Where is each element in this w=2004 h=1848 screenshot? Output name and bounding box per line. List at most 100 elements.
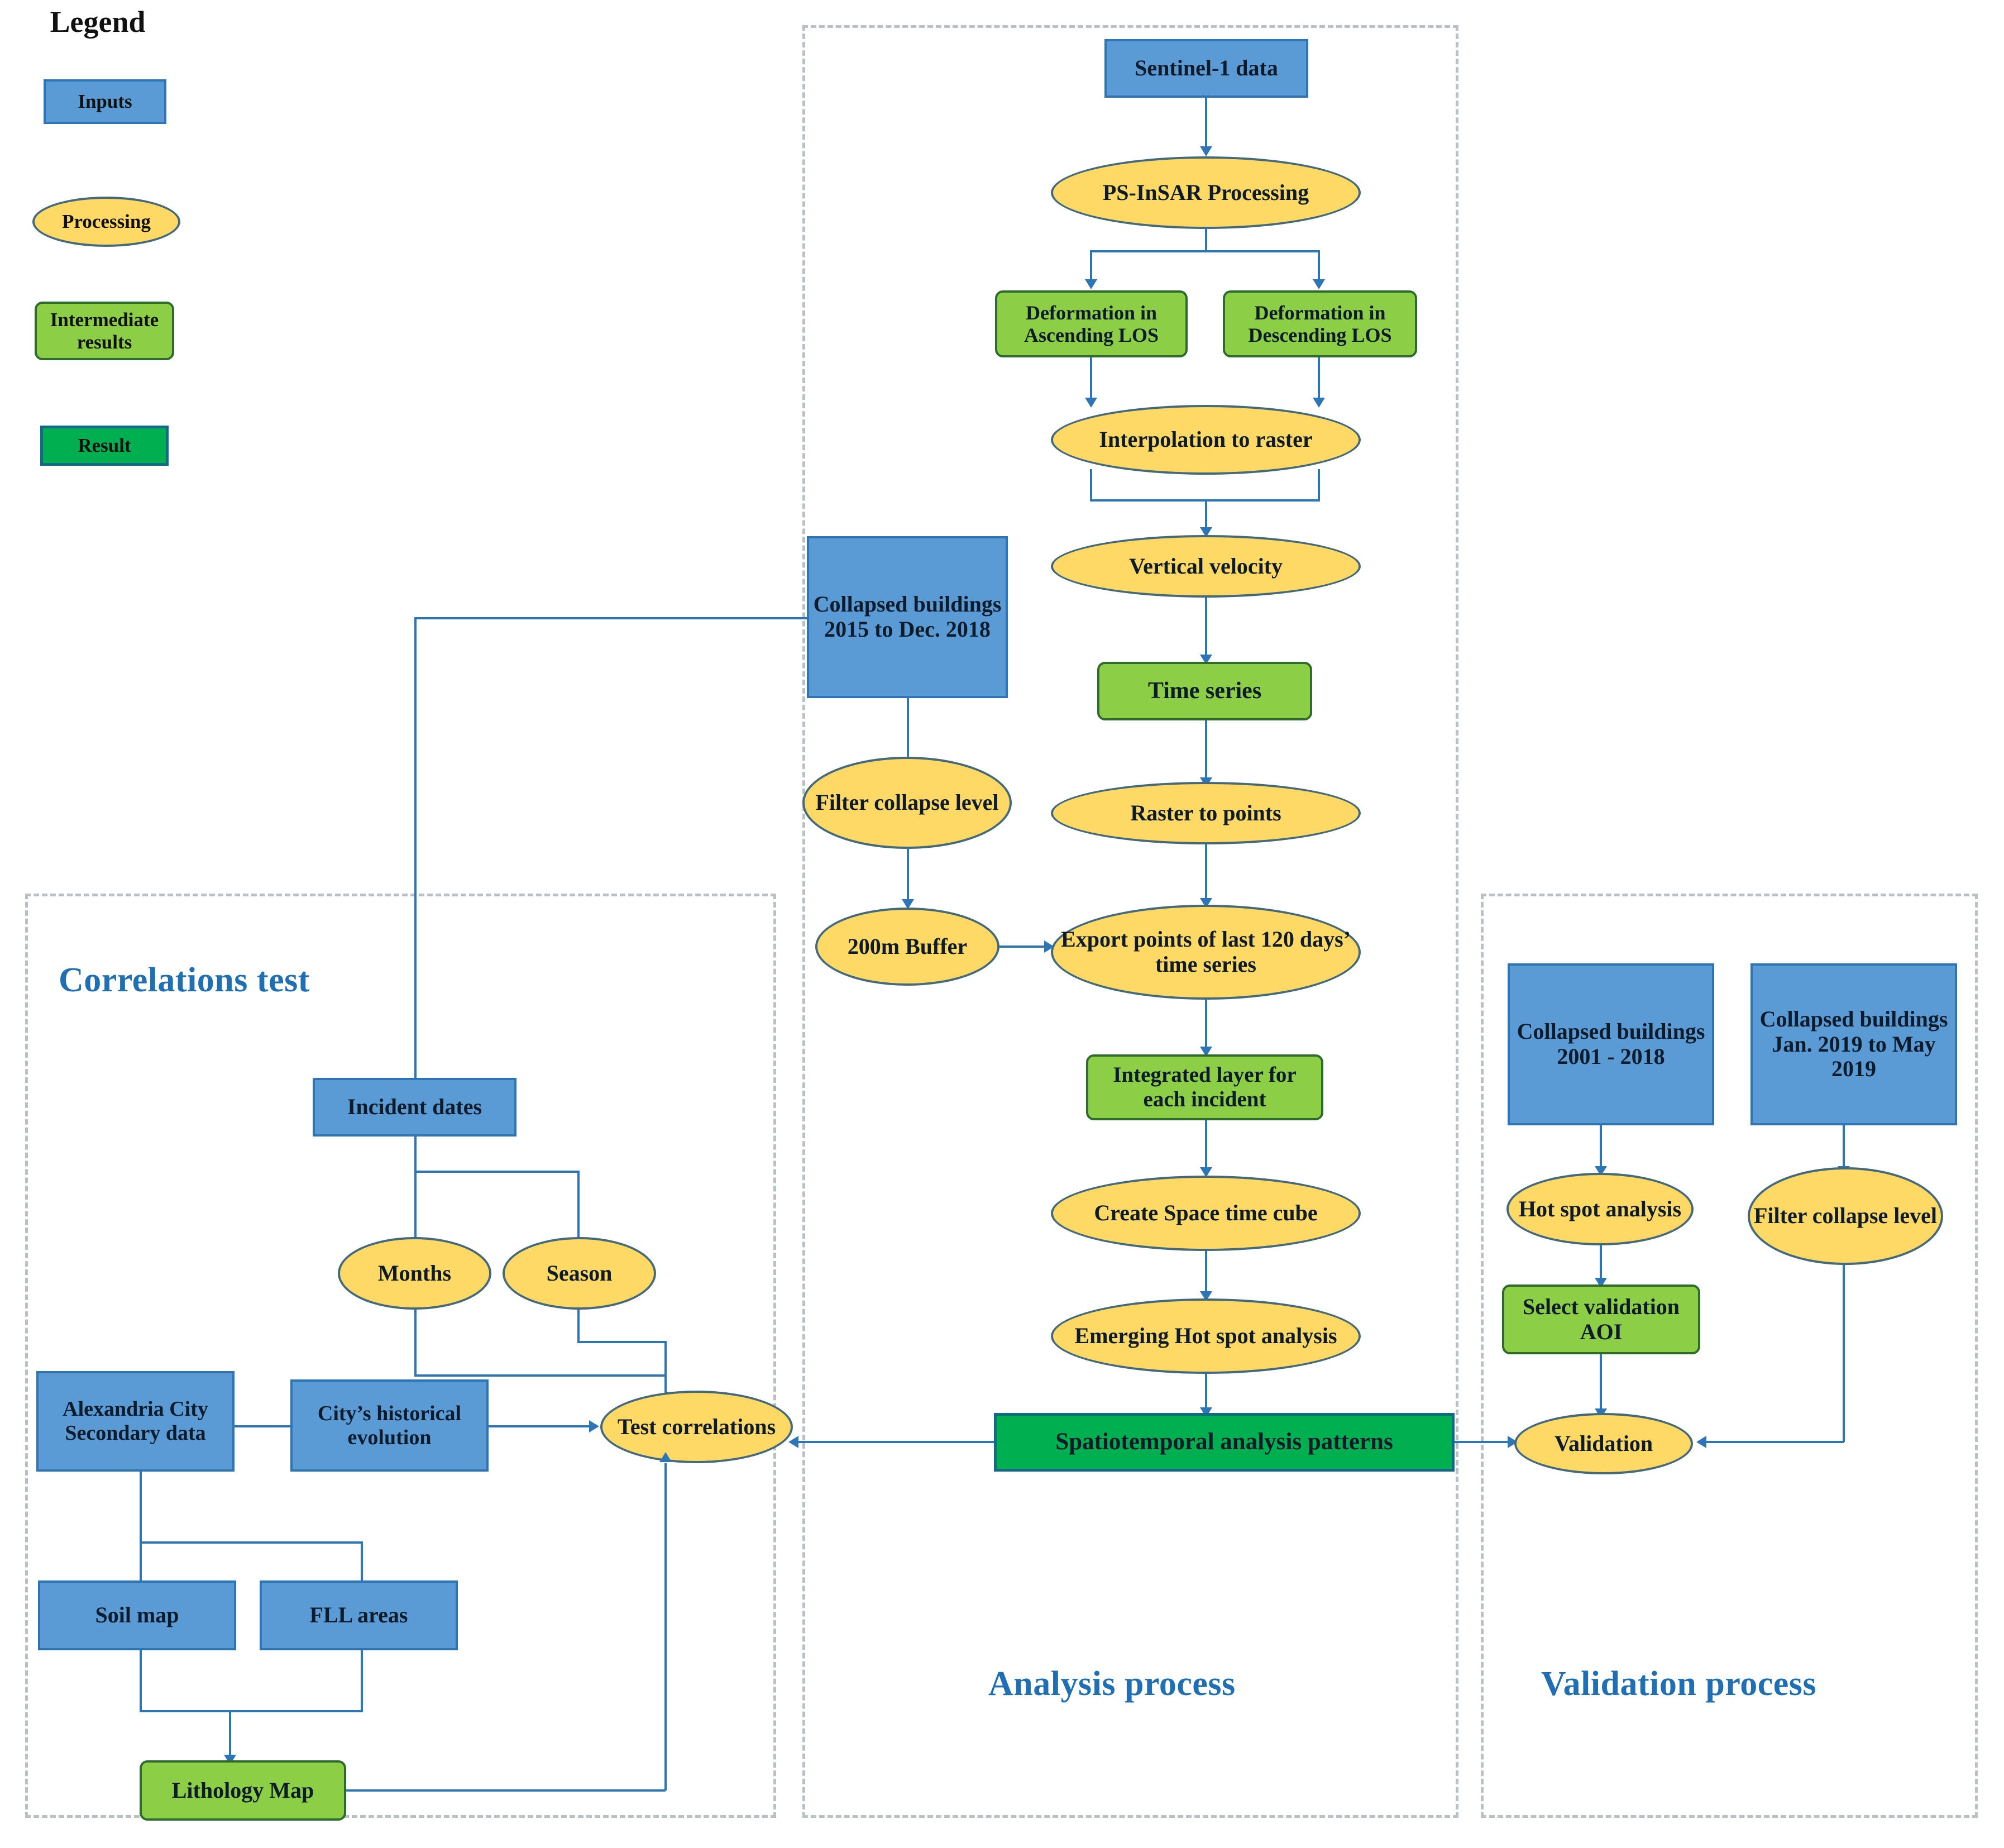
edge-soil-fll-merge bbox=[140, 1710, 363, 1712]
edge-collapsed2001-to-hotspot bbox=[1600, 1125, 1602, 1171]
edge-lithology-to-test-v bbox=[664, 1463, 667, 1790]
edge-psinsar-to-desc bbox=[1318, 250, 1320, 285]
node-label-interpolation: Interpolation to raster bbox=[1099, 427, 1313, 452]
node-label-export-points: Export points of last 120 days’ time ser… bbox=[1061, 927, 1351, 977]
node-emerging-hot-spot-analysis: Emerging Hot spot analysis bbox=[1051, 1298, 1361, 1374]
edge-aoi-to-validation bbox=[1600, 1354, 1602, 1413]
node-label-emerging-hot-spot: Emerging Hot spot analysis bbox=[1074, 1323, 1337, 1349]
edge-result-to-test bbox=[793, 1441, 994, 1443]
edge-alexandria-to-fll-h bbox=[140, 1541, 363, 1544]
edge-filter-to-buffer bbox=[907, 848, 909, 904]
legend-item-inputs: Inputs bbox=[44, 79, 166, 124]
legend-label-intermediate: Intermediate results bbox=[50, 308, 159, 353]
legend-label-inputs: Inputs bbox=[78, 90, 132, 112]
node-label-deformation-ascending: Deformation in Ascending LOS bbox=[1023, 301, 1159, 346]
node-200m-buffer: 200m Buffer bbox=[815, 908, 999, 986]
node-collapsed-buildings-2015-2018: Collapsed buildings 2015 to Dec. 2018 bbox=[807, 536, 1008, 698]
node-select-validation-aoi: Select validation AOI bbox=[1502, 1284, 1700, 1354]
node-months: Months bbox=[338, 1237, 491, 1310]
node-label-city-evolution: City’s historical evolution bbox=[317, 1401, 462, 1449]
node-label-collapsed-2015-2018: Collapsed buildings 2015 to Dec. 2018 bbox=[813, 591, 1002, 642]
edge-psinsar-to-asc bbox=[1090, 250, 1092, 285]
node-label-select-validation-aoi: Select validation AOI bbox=[1522, 1293, 1680, 1344]
node-season: Season bbox=[503, 1237, 656, 1310]
edge-season-down bbox=[577, 1310, 580, 1343]
edge-collapsed2015-to-incidents-v bbox=[414, 617, 417, 1100]
node-label-time-series: Time series bbox=[1147, 677, 1262, 704]
node-interpolation-to-raster: Interpolation to raster bbox=[1051, 405, 1361, 475]
edge-interp-left-drop bbox=[1090, 469, 1092, 502]
edge-incidents-to-months bbox=[414, 1137, 417, 1245]
edge-alexandria-to-city bbox=[235, 1425, 290, 1427]
node-label-ps-insar-processing: PS-InSAR Processing bbox=[1102, 179, 1309, 205]
node-label-soil-map: Soil map bbox=[95, 1602, 179, 1628]
group-label-correlations: Correlations test bbox=[59, 961, 310, 999]
edge-collapsed2015-to-incidents-h bbox=[414, 617, 808, 619]
edge-hotspot-to-aoi bbox=[1600, 1245, 1602, 1282]
node-label-filter-collapse-validation: Filter collapse level bbox=[1753, 1203, 1938, 1229]
node-test-correlations: Test correlations bbox=[600, 1391, 793, 1463]
edge-asc-to-interp bbox=[1090, 357, 1092, 403]
edge-collapsed2015-to-filter bbox=[907, 698, 909, 760]
node-label-hot-spot-analysis: Hot spot analysis bbox=[1518, 1196, 1682, 1221]
edge-hotspot-to-result bbox=[1205, 1374, 1207, 1411]
arrow-down bbox=[1085, 398, 1097, 408]
arrow-left bbox=[788, 1436, 798, 1448]
node-raster-to-points: Raster to points bbox=[1051, 782, 1361, 844]
node-vertical-velocity: Vertical velocity bbox=[1051, 535, 1361, 598]
node-incident-dates: Incident dates bbox=[313, 1078, 516, 1137]
edge-city-to-test bbox=[489, 1425, 595, 1427]
node-label-validation: Validation bbox=[1554, 1430, 1653, 1456]
node-label-test-correlations: Test correlations bbox=[617, 1414, 776, 1439]
edge-rasterpoints-to-export bbox=[1205, 844, 1207, 903]
node-collapsed-buildings-2019: Collapsed buildings Jan. 2019 to May 201… bbox=[1750, 963, 1957, 1125]
edge-months-down bbox=[414, 1310, 417, 1377]
node-integrated-layer: Integrated layer for each incident bbox=[1086, 1054, 1323, 1120]
edge-desc-to-interp bbox=[1318, 357, 1320, 403]
node-create-space-time-cube: Create Space time cube bbox=[1051, 1176, 1361, 1251]
arrow-down bbox=[1200, 146, 1212, 156]
edge-months-season-merge bbox=[414, 1374, 667, 1377]
node-ps-insar-processing: PS-InSAR Processing bbox=[1051, 156, 1361, 229]
node-lithology-map: Lithology Map bbox=[140, 1760, 346, 1821]
node-label-200m-buffer: 200m Buffer bbox=[847, 933, 968, 959]
node-label-deformation-descending: Deformation in Descending LOS bbox=[1248, 301, 1392, 346]
node-filter-collapse-level-validation: Filter collapse level bbox=[1748, 1167, 1943, 1265]
group-correlations-test bbox=[25, 894, 776, 1818]
legend-item-intermediate: Intermediate results bbox=[35, 302, 174, 360]
edge-timeseries-to-rasterpoints bbox=[1205, 720, 1207, 782]
node-label-spatiotemporal: Spatiotemporal analysis patterns bbox=[1055, 1429, 1393, 1455]
edge-lithology-to-test-h bbox=[346, 1789, 666, 1792]
node-label-integrated-layer: Integrated layer for each incident bbox=[1113, 1063, 1297, 1111]
node-export-points: Export points of last 120 days’ time ser… bbox=[1051, 905, 1361, 1000]
group-label-validation: Validation process bbox=[1541, 1665, 1817, 1703]
arrow-down bbox=[1313, 398, 1325, 408]
arrow-right bbox=[589, 1420, 599, 1432]
edge-filterval-down bbox=[1843, 1265, 1845, 1442]
node-label-fll-areas: FLL areas bbox=[309, 1602, 408, 1628]
edge-filterval-to-validation bbox=[1703, 1441, 1844, 1443]
arrow-down bbox=[1200, 1167, 1212, 1177]
node-deformation-descending-los: Deformation in Descending LOS bbox=[1223, 290, 1417, 357]
arrow-down bbox=[902, 899, 914, 909]
node-label-filter-collapse-analysis: Filter collapse level bbox=[815, 790, 999, 815]
edge-soil-down bbox=[140, 1650, 142, 1712]
edge-incidents-to-season-h bbox=[414, 1171, 580, 1173]
node-spatiotemporal-analysis-patterns: Spatiotemporal analysis patterns bbox=[994, 1413, 1455, 1472]
edge-alexandria-to-fll-v bbox=[361, 1541, 363, 1583]
node-label-lithology-map: Lithology Map bbox=[171, 1777, 314, 1803]
legend-label-result: Result bbox=[78, 434, 131, 456]
node-label-collapsed-2001-2018: Collapsed buildings 2001 - 2018 bbox=[1517, 1019, 1705, 1069]
node-collapsed-buildings-2001-2018: Collapsed buildings 2001 - 2018 bbox=[1508, 963, 1714, 1125]
node-soil-map: Soil map bbox=[38, 1580, 236, 1650]
node-fll-areas: FLL areas bbox=[260, 1580, 458, 1650]
node-label-months: Months bbox=[377, 1260, 452, 1286]
edge-incidents-to-season-v bbox=[577, 1171, 580, 1245]
group-label-analysis: Analysis process bbox=[988, 1665, 1236, 1703]
node-deformation-ascending-los: Deformation in Ascending LOS bbox=[995, 290, 1188, 357]
node-filter-collapse-level-analysis: Filter collapse level bbox=[802, 757, 1012, 849]
arrow-left bbox=[1696, 1436, 1706, 1448]
edge-sentinel-to-psinsar bbox=[1205, 98, 1207, 150]
edge-cube-to-hotspot bbox=[1205, 1251, 1207, 1296]
